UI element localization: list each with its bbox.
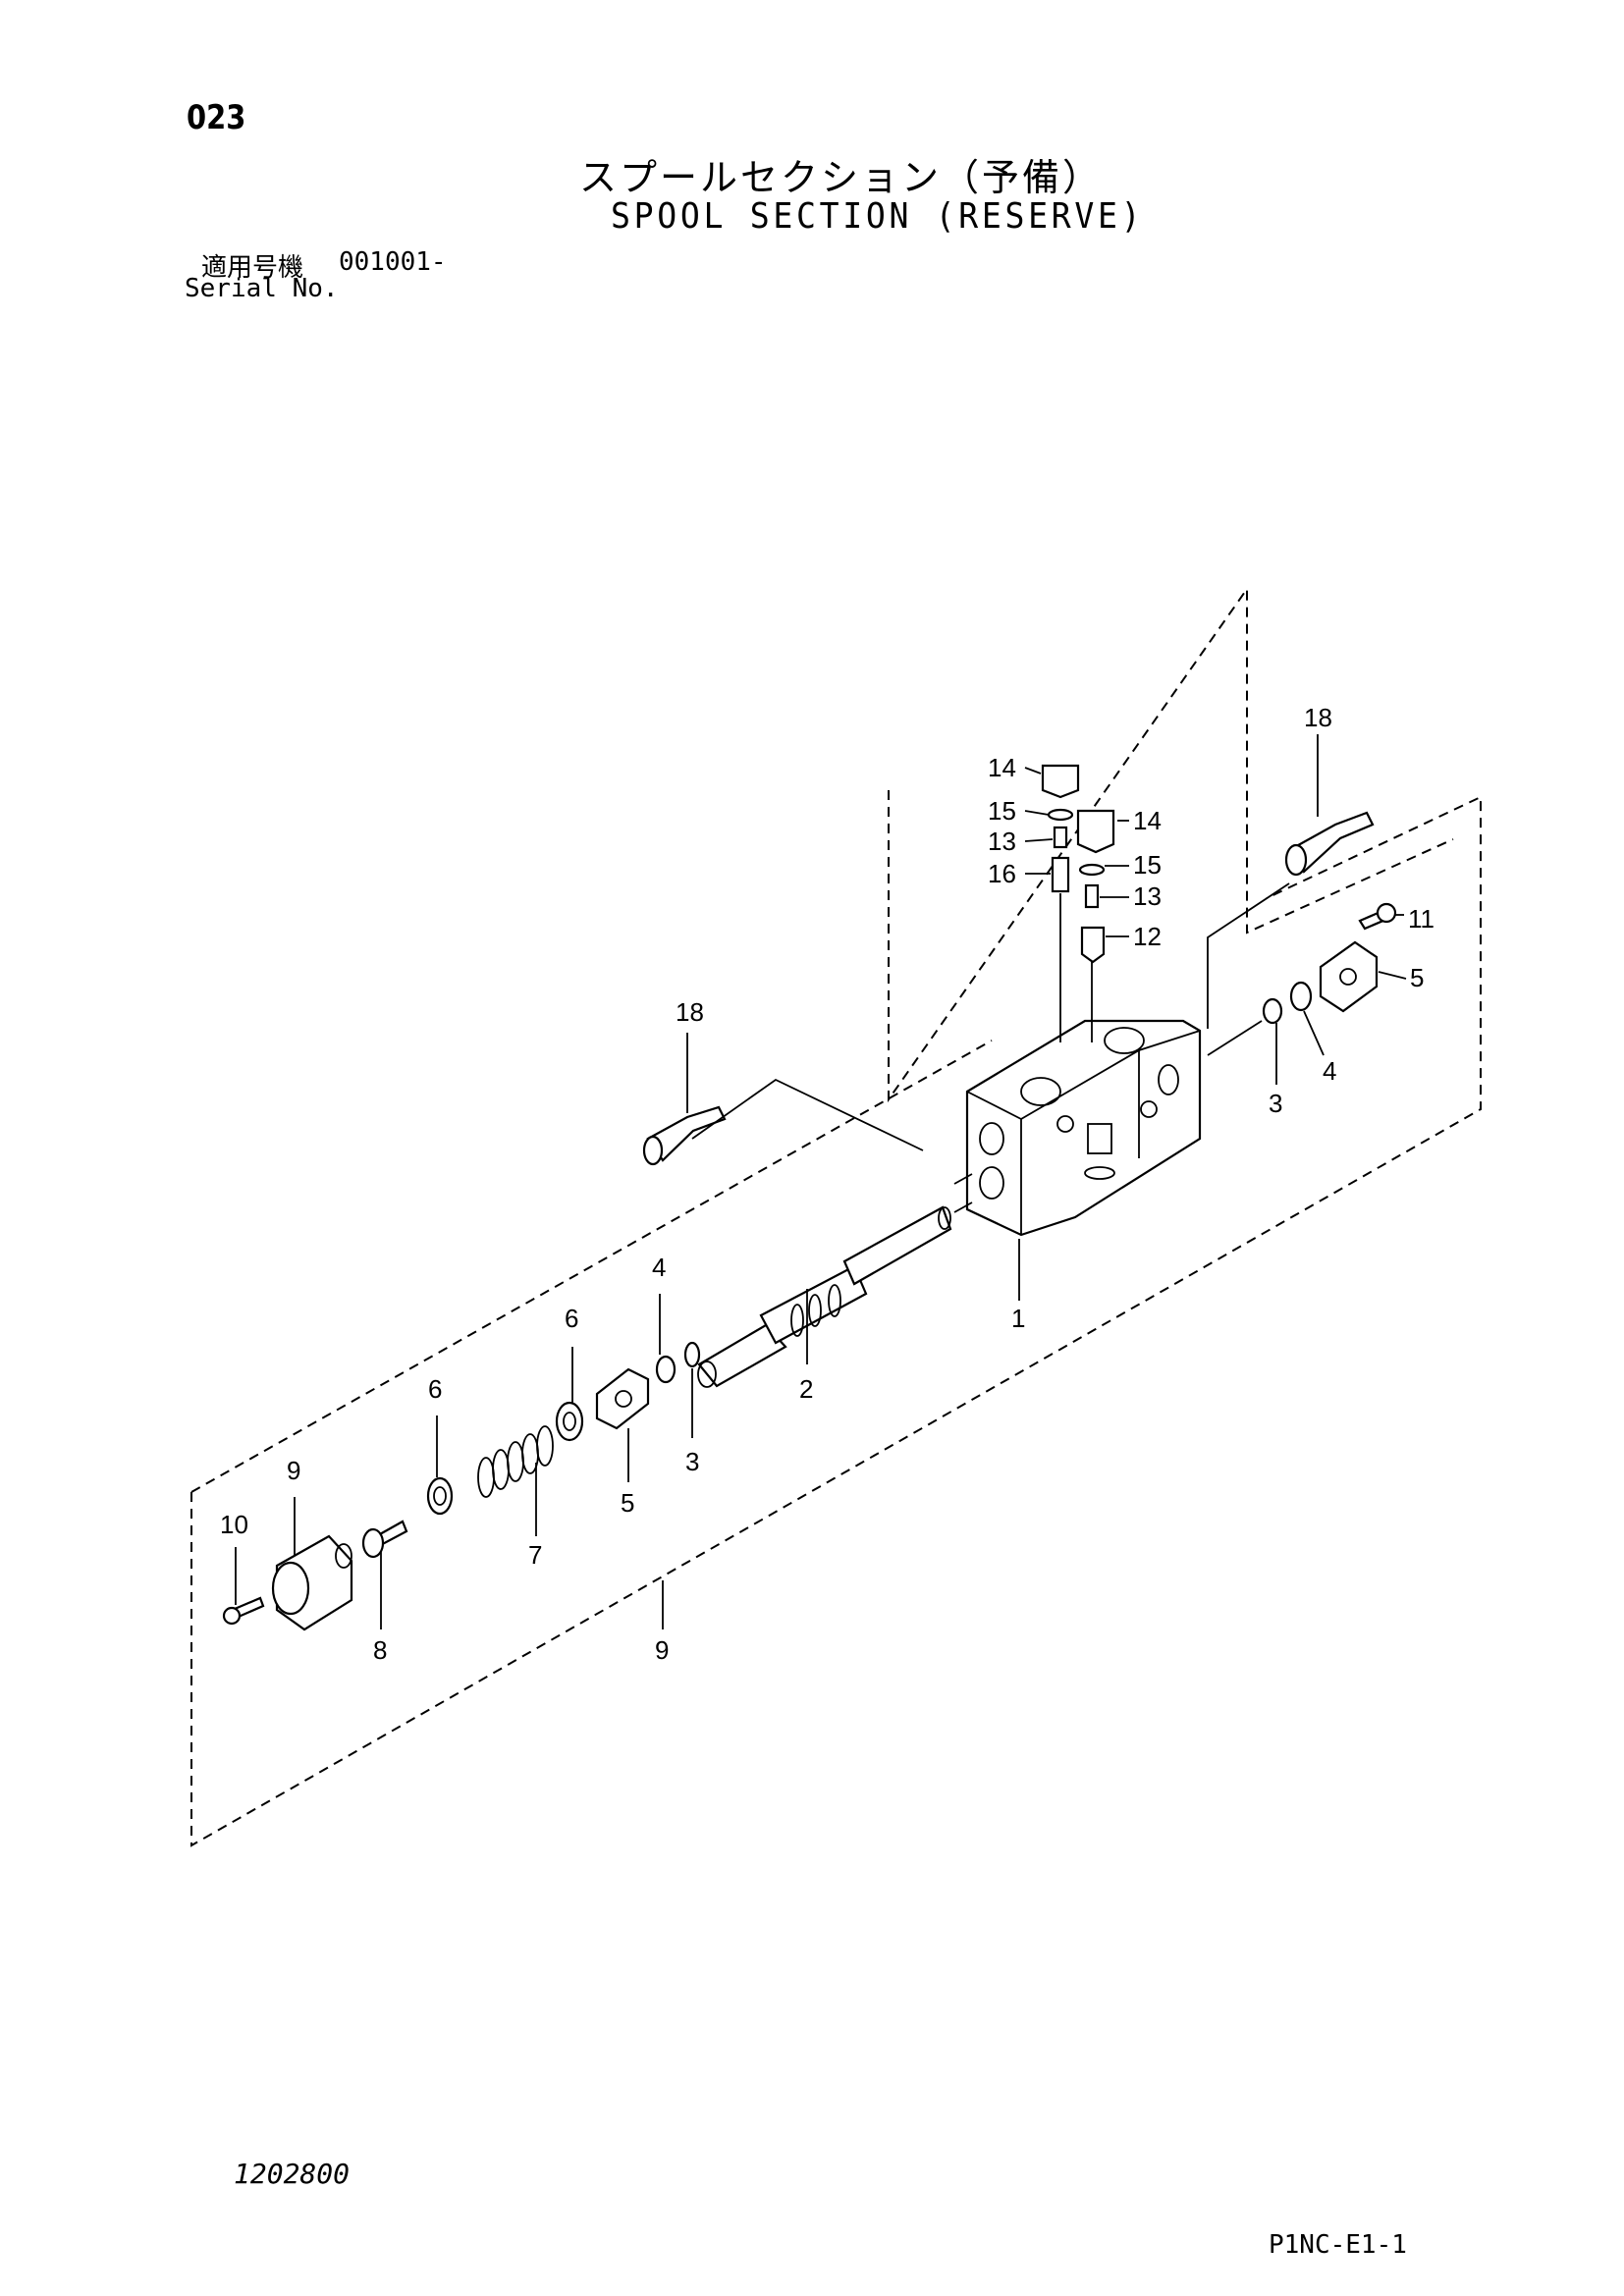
poppet-16	[1051, 856, 1070, 893]
ring-3-lower	[683, 1341, 701, 1368]
callout-3-upper: 3	[1269, 1089, 1282, 1118]
oring-15-left	[1047, 808, 1074, 822]
sheet-code: P1NC-E1-1	[1269, 2230, 1407, 2260]
callout-11: 11	[1408, 904, 1435, 934]
callout-18-right: 18	[1304, 703, 1332, 732]
flange-lower	[595, 1367, 650, 1430]
title-japanese: スプールセクション（予備）	[579, 156, 1104, 199]
callout-2: 2	[799, 1374, 813, 1404]
spring	[477, 1425, 554, 1498]
callout-9-assembly: 9	[655, 1635, 669, 1665]
callout-15-right: 15	[1133, 850, 1162, 880]
callout-3-lower: 3	[685, 1447, 699, 1476]
spring-seat-upper	[555, 1401, 584, 1442]
flange-upper	[1319, 940, 1379, 1013]
callout-5-upper: 5	[1410, 963, 1424, 992]
oring-4-lower	[655, 1355, 677, 1384]
oring-4-upper	[1289, 981, 1313, 1012]
spring-seat-lower	[426, 1476, 454, 1516]
serial-label-english: Serial No.	[185, 274, 339, 303]
callout-4-lower: 4	[652, 1253, 666, 1282]
relief-valve-right	[1284, 811, 1375, 877]
callout-14-right: 14	[1133, 806, 1162, 835]
valve-body	[965, 1019, 1202, 1237]
ring-3-upper	[1262, 997, 1283, 1025]
callout-14-left: 14	[988, 753, 1016, 782]
callout-6-upper: 6	[565, 1304, 578, 1333]
plug-14-right	[1076, 809, 1115, 854]
assembly-boundary-upper	[888, 585, 1454, 1103]
relief-valve-left	[642, 1105, 727, 1166]
serial-value: 001001-	[339, 247, 447, 277]
callout-16: 16	[988, 859, 1016, 888]
callout-13-right: 13	[1133, 881, 1162, 911]
callout-4-upper: 4	[1323, 1056, 1336, 1086]
title-english: SPOOL SECTION (RESERVE)	[611, 196, 1145, 237]
cap	[271, 1534, 353, 1631]
callout-13-left: 13	[988, 827, 1016, 856]
assembly-boundary-main	[190, 795, 1482, 1847]
spring-13-left	[1053, 826, 1068, 849]
oring-15-right	[1078, 863, 1106, 877]
callout-5-lower: 5	[621, 1488, 634, 1518]
callout-10: 10	[220, 1510, 248, 1539]
callout-6-lower: 6	[428, 1374, 442, 1404]
callout-7: 7	[528, 1540, 542, 1570]
leader-lines	[235, 734, 1407, 1629]
drawing-number: 1202800	[234, 2158, 351, 2190]
spool	[697, 1205, 952, 1388]
callout-1: 1	[1011, 1304, 1025, 1333]
plug-14-left	[1041, 764, 1080, 799]
callout-18-left: 18	[676, 997, 704, 1027]
callout-9-cap: 9	[287, 1456, 300, 1485]
callout-12: 12	[1133, 922, 1162, 951]
page-number: 023	[187, 98, 246, 137]
callout-15-left: 15	[988, 796, 1016, 826]
plug-12	[1080, 926, 1106, 964]
serial-label-japanese: 適用号機	[201, 253, 304, 283]
spring-13-right	[1084, 883, 1100, 909]
callout-8: 8	[373, 1635, 387, 1665]
assembly-boundary-left	[190, 1040, 993, 1493]
